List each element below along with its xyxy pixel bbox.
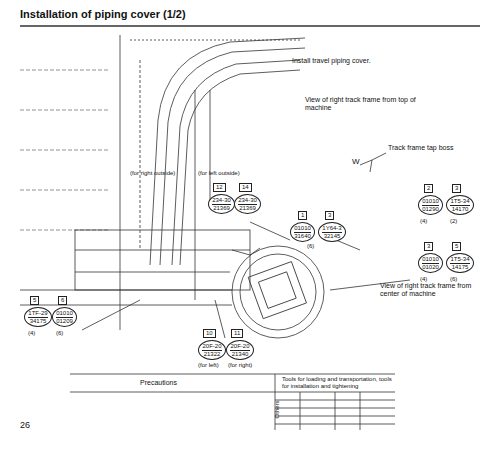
part-number: 21369 [212, 205, 231, 212]
note-text: (for right outside) [130, 170, 175, 177]
callout-number: (2) [450, 218, 457, 225]
part-number: 234-30 [212, 197, 231, 205]
note-text: (for left) [198, 362, 219, 369]
callout-number: 3 [325, 211, 334, 220]
callout-number: 3 [452, 184, 461, 193]
part-number: 21369 [238, 205, 257, 212]
note-text: (for right) [228, 362, 252, 369]
note-text: View of right track frame from center of… [380, 282, 490, 298]
callout-oval: 0101001020 [418, 253, 443, 273]
callout-oval: 234-3021369 [208, 194, 235, 214]
part-number: 21322 [202, 351, 222, 358]
part-number: 14170 [450, 206, 470, 213]
callout-oval: 20F-2021340 [226, 340, 254, 360]
part-number: 20F-20 [202, 343, 222, 351]
callout-oval: 0101001290 [418, 195, 443, 215]
part-number: 1Y64-3 [322, 225, 342, 233]
callout-oval: 1TF-2934175 [24, 307, 52, 327]
callout-number: (4) [420, 276, 427, 283]
callout-oval: 1T5-3414175 [446, 253, 474, 273]
callout-oval: 1Y64-332145 [318, 222, 346, 242]
weld-mark: W [352, 157, 360, 166]
part-number: 1TF-29 [28, 310, 48, 318]
callout-oval: 20F-2021322 [198, 340, 226, 360]
part-number: 31640 [294, 233, 311, 240]
callout-number: (4) [420, 218, 427, 225]
note-text: Others [274, 400, 281, 418]
part-number: 1T5-34 [450, 256, 470, 264]
part-number: 01020 [422, 264, 439, 271]
part-number: 32145 [322, 233, 342, 240]
part-number: 01010 [294, 225, 311, 233]
part-number: 14175 [450, 264, 470, 271]
page-title: Installation of piping cover (1/2) [20, 8, 186, 20]
callout-number: 14 [239, 183, 252, 192]
part-number: 20F-20 [230, 343, 250, 351]
callout-number: 3 [424, 242, 433, 251]
callout-oval: 0101031640 [290, 222, 315, 242]
part-number: 01290 [422, 206, 439, 213]
part-number: 34175 [28, 318, 48, 325]
part-number: 01010 [56, 310, 73, 318]
callout-oval: 234-3021369 [234, 194, 261, 214]
callout-number: 12 [213, 183, 226, 192]
callout-number: 1 [298, 211, 307, 220]
note-text: (for left outside) [198, 170, 240, 177]
callout-number: 26 [20, 420, 30, 430]
part-number: 234-30 [238, 197, 257, 205]
part-number: 01209 [56, 318, 73, 325]
note-text: Install travel piping cover. [292, 57, 371, 65]
callout-number: 11 [231, 329, 243, 338]
callout-number: (4) [28, 330, 35, 337]
note-text: Precautions [140, 379, 177, 387]
callout-number: (6) [307, 243, 314, 250]
part-number: 01010 [422, 198, 439, 206]
callout-oval: 0101001209 [52, 307, 77, 327]
part-number: 01010 [422, 256, 439, 264]
callout-number: 10 [203, 329, 216, 338]
callout-number: (6) [450, 276, 457, 283]
note-text: Tools for loading and transportation, to… [282, 376, 392, 390]
callout-number: 5 [30, 296, 39, 305]
part-number: 1T5-34 [450, 198, 470, 206]
note-text: Track frame tap boss [388, 144, 454, 152]
note-text: View of right track frame from top of ma… [305, 96, 423, 112]
callout-number: 6 [58, 296, 67, 305]
callout-oval: 1T5-3414170 [446, 195, 474, 215]
part-number: 21340 [230, 351, 250, 358]
callout-number: 2 [424, 184, 433, 193]
callout-number: 5 [452, 242, 461, 251]
callout-number: (6) [56, 330, 63, 337]
